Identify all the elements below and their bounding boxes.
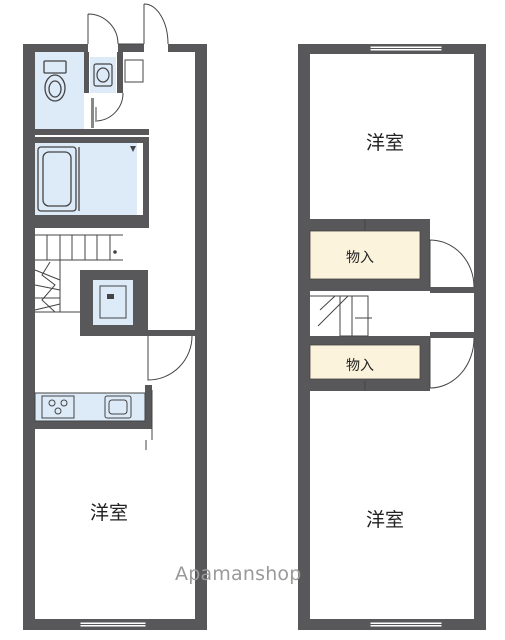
storage-label-bottom: 物入: [346, 358, 374, 374]
kitchen-wall: [145, 385, 152, 427]
room-label-2f-top: 洋室: [366, 132, 405, 154]
stairs-icon: [34, 234, 123, 313]
storage-bottom: [310, 345, 420, 379]
f2-left-outer-wall: [298, 44, 310, 630]
storage-bottom-right-wall: [420, 336, 430, 391]
floor-2: [298, 44, 486, 630]
stairs-icon: [310, 295, 372, 337]
kitchen-counter: [34, 392, 146, 422]
corridor-wall-top: [430, 287, 474, 293]
top-wall-far-right: [168, 44, 207, 52]
vanity-right-wall: [117, 52, 123, 93]
closet-right-wall: [133, 270, 148, 336]
storage-bottom-bottom-wall: [310, 379, 430, 391]
toilet-room: [35, 52, 84, 129]
washroom: [35, 143, 79, 215]
top-wall-right: [118, 44, 144, 52]
bathroom: [79, 143, 137, 215]
storage-top-bottom-wall: [310, 279, 430, 291]
corridor-wall-bottom: [430, 332, 474, 338]
storage-label-top: 物入: [346, 250, 374, 266]
storage-top-right-wall: [420, 219, 430, 291]
washer-space: [124, 59, 144, 83]
toilet-bottom-wall: [35, 129, 89, 135]
toilet-icon: [43, 60, 67, 102]
door-swing-icon: [364, 219, 475, 391]
window-icon: [369, 45, 443, 628]
sink-icon: [93, 63, 113, 87]
bath-right-wall: [143, 137, 149, 228]
closet-bottom-wall: [80, 325, 148, 336]
right-outer-wall: [195, 44, 207, 630]
kitchen-bottom-wall: [35, 421, 152, 429]
bath-top-wall: [35, 137, 149, 143]
door-swing-icon: [87, 3, 193, 381]
toilet-right-wall: [84, 52, 89, 93]
storage-bottom-top-wall: [310, 336, 430, 345]
f2-right-outer-wall: [474, 44, 486, 630]
stove-icon: [41, 395, 75, 419]
bathtub-icon: [37, 146, 80, 212]
floor-1: [23, 3, 207, 630]
watermark: Apamanshop: [175, 563, 302, 585]
bath-bottom-wall: [35, 215, 149, 228]
left-outer-wall: [23, 44, 35, 630]
storage-top: [310, 231, 420, 279]
kitchen-sink-icon: [104, 395, 132, 419]
corridor-wall-a: [89, 129, 149, 135]
closet-left-wall: [80, 270, 93, 336]
closet-top-wall: [80, 270, 148, 280]
hall-right-wall: [148, 330, 195, 336]
room-label-2f-bottom: 洋室: [366, 509, 405, 531]
top-wall-left: [23, 44, 88, 52]
storage-top-top-wall: [310, 219, 430, 231]
window-icon: [79, 621, 147, 628]
room-label-1f-western: 洋室: [90, 502, 129, 524]
stairs-marker: [113, 250, 117, 254]
water-heater-icon: [99, 285, 127, 319]
